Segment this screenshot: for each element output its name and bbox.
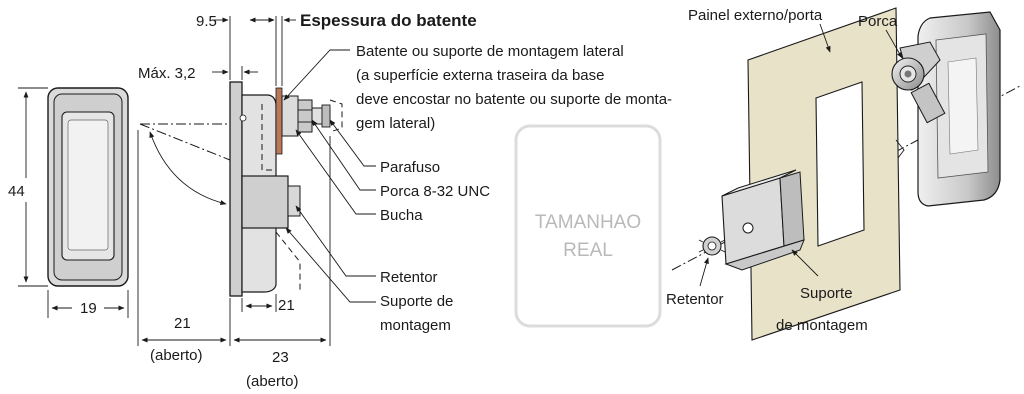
- dim-9-5: 9.5: [196, 13, 217, 30]
- label-nut: Porca: [858, 13, 898, 30]
- actual-size-stamp: TAMANHAO REAL: [514, 124, 662, 328]
- dim-width-19: 19: [80, 300, 97, 317]
- dim-21: 21: [278, 297, 295, 314]
- latch-body-3d: [899, 11, 1001, 207]
- dim-open-a: (aberto): [150, 347, 203, 364]
- side-view: 9.5 Espessura do batente Máx. 3,2 21 (ab…: [137, 11, 672, 390]
- dim-23: 23: [272, 349, 289, 366]
- label-retainer-exploded: Retentor: [666, 291, 724, 308]
- exploded-view: Painel externo/porta Porca Retentor Supo…: [666, 7, 1021, 341]
- label-nut-spec: Porca 8-32 UNC: [380, 183, 490, 200]
- label-stop-2: (a superfície externa traseira da base: [356, 67, 604, 84]
- stamp-line-1: TAMANHAO: [535, 212, 641, 233]
- label-stop-4: gem lateral): [356, 115, 435, 132]
- nut-icon: [891, 57, 925, 91]
- dim-open-b: (aberto): [246, 373, 299, 390]
- label-bracket-exploded-2: de montagem: [776, 317, 868, 334]
- mounting-bracket: [721, 169, 805, 271]
- label-panel: Painel externo/porta: [688, 7, 823, 24]
- front-view: 44 19: [8, 87, 129, 318]
- label-stop-thickness: Espessura do batente: [300, 11, 477, 30]
- label-bushing: Bucha: [380, 207, 423, 224]
- label-retainer: Retentor: [380, 269, 438, 286]
- dim-height-44: 44: [8, 183, 25, 200]
- retainer-icon: [698, 236, 726, 256]
- label-bracket-1: Suporte de: [380, 293, 453, 310]
- dim-21-open: 21: [174, 315, 191, 332]
- stamp-line-2: REAL: [563, 240, 613, 261]
- label-stop-1: Batente ou suporte de montagem lateral: [356, 43, 624, 60]
- label-screw: Parafuso: [380, 159, 440, 176]
- dim-max-3-2: Máx. 3,2: [138, 65, 196, 82]
- label-bracket-exploded-1: Suporte: [800, 285, 853, 302]
- label-stop-3: deve encostar no batente ou suporte de m…: [356, 91, 672, 108]
- label-bracket-2: montagem: [380, 317, 451, 334]
